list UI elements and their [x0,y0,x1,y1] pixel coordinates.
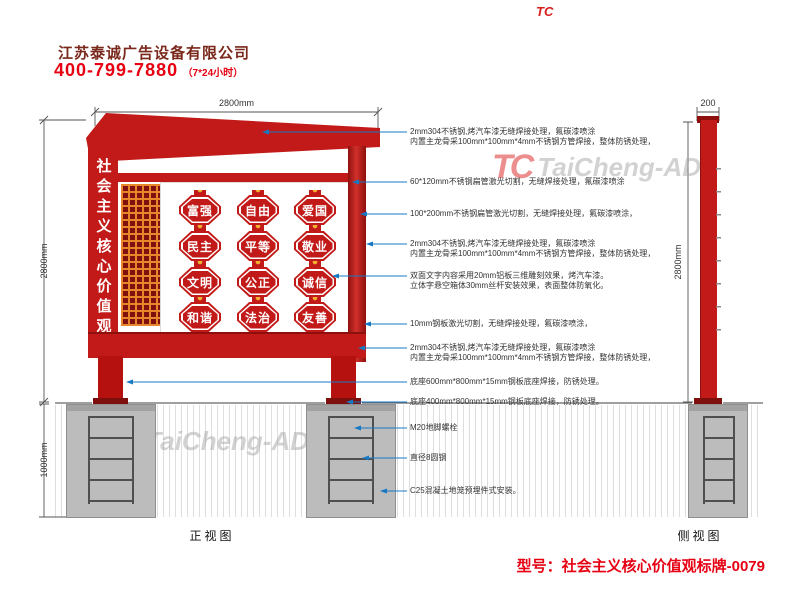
annotation: M20地脚螺栓 [410,423,672,433]
value-badge-label: 诚信 [301,275,328,290]
service-hours: （7*24小时） [182,68,244,79]
rebar-cage [88,416,134,504]
side-view-post [700,120,717,402]
annotation: 2mm304不锈钢,烤汽车漆无缝焊接处理，氟碳漆喷涂 内置主龙骨采100mm*1… [410,127,672,147]
value-badge-label: 文明 [186,275,213,290]
value-badge-label: 敬业 [301,239,328,254]
brand-name: TaiCheng-AD [537,152,702,182]
badge-column-strip [309,190,321,336]
phone-number: 400-799-7880 [54,60,179,80]
annotation-line: 2mm304不锈钢,烤汽车漆无缝焊接处理，氟碳漆喷涂 [410,343,596,352]
annotation-line: 100*200mm不锈钢扁管激光切割，无缝焊接处理，氟碳漆喷涂， [410,209,638,218]
side-post-bolts [716,168,721,352]
annotation: 2mm304不锈钢,烤汽车漆无缝焊接处理，氟碳漆喷涂 内置主龙骨采100mm*1… [410,239,672,259]
value-badge-label: 民主 [186,239,213,254]
annotation: 2mm304不锈钢,烤汽车漆无缝焊接处理，氟碳漆喷涂 内置主龙骨采100mm*1… [410,343,672,363]
value-badge: 民主 [179,231,221,261]
front-view-label: 正视图 [189,529,235,543]
annotation-line: 直径8圆钢 [410,453,447,462]
dim-side-width: 200 [700,98,716,108]
annotation-line: 2mm304不锈钢,烤汽车漆无缝焊接处理，氟碳漆喷涂 [410,239,596,248]
value-badge: 爱国 [294,195,336,225]
sign-roof [86,113,380,161]
annotation: 双面文字内容采用20mm铝板三维雕刻效果，烤汽车漆。 立体字悬空箱体30mm丝杆… [410,271,672,291]
value-badge: 诚信 [294,267,336,297]
foundation-cap [307,405,395,411]
annotation: 底座400mm*800mm*15mm钢板底座焊接，防锈处理。 [410,397,672,407]
sign-top-frame-bar [118,173,366,182]
annotation-line: 内置主龙骨采100mm*100mm*4mm不锈钢方管焊接，整体防锈处理， [410,137,656,146]
side-view-label: 侧视图 [677,529,723,543]
base-plate [694,398,722,404]
value-badge-label: 富强 [186,203,213,218]
company-name: 江苏泰诚广告设备有限公司 [58,45,251,62]
sign-right-post [348,146,366,362]
annotation-line: 双面文字内容采用20mm铝板三维雕刻效果，烤汽车漆。 [410,271,609,280]
dim-front-height: 2800mm [39,243,49,279]
annotation: 底座600mm*800mm*15mm钢板底座焊接，防锈处理。 [410,377,672,387]
value-badge: 自由 [237,195,279,225]
annotation-line: 内置主龙骨采100mm*100mm*4mm不锈钢方管焊接，整体防锈处理， [410,353,656,362]
badge-column-strip [252,190,264,336]
sign-vertical-title: 社会主义核心价值观 [94,158,112,338]
value-badge-label: 和谐 [186,310,213,325]
foundation-cap [689,405,747,411]
dim-front-width: 2800mm [218,98,254,108]
lattice-panel [121,184,163,326]
annotation: C25混凝土地笼预埋件式安装。 [410,486,672,496]
annotation-line: 立体字悬空箱体30mm丝杆安装效果，表面整体防氧化。 [410,281,609,290]
value-badge: 文明 [179,267,221,297]
value-badge-label: 法治 [244,310,271,325]
watermark: TC TaiCheng-AD [492,148,701,187]
annotation-line: 60*120mm不锈钢扁管激光切割，无缝焊接处理，氟碳漆喷涂 [410,177,625,186]
value-badge: 平等 [237,231,279,261]
value-badge: 公正 [237,267,279,297]
model-number: 型号：社会主义核心价值观标牌-0079 [516,558,765,575]
brand-name: TaiCheng-AD [145,426,310,456]
brand-mini-logo-icon: TC [536,4,554,19]
annotation-line: M20地脚螺栓 [410,423,458,432]
sign-bottom-bar [88,332,366,358]
value-badge: 法治 [237,302,279,332]
rebar-cage [328,416,374,504]
annotation-line: 底座400mm*800mm*15mm钢板底座焊接，防锈处理。 [410,397,604,406]
phone-row: 400-799-7880 （7*24小时） [54,60,243,81]
value-badge-label: 平等 [244,239,271,254]
sign-title-column: 社会主义核心价值观 [88,148,118,358]
value-badge: 富强 [179,195,221,225]
annotation-line: 2mm304不锈钢,烤汽车漆无缝焊接处理，氟碳漆喷涂 [410,127,596,136]
brand-logo-icon: TC [492,148,534,186]
base-plate [93,398,128,404]
annotation-line: 10mm钢板激光切割，无缝焊接处理，氟碳漆喷涂， [410,319,593,328]
sign-left-leg [98,356,123,400]
annotation-line: C25混凝土地笼预埋件式安装。 [410,486,521,495]
dim-side-height: 2800mm [673,244,683,280]
value-badge: 和谐 [179,302,221,332]
annotation: 60*120mm不锈钢扁管激光切割，无缝焊接处理，氟碳漆喷涂 [410,177,672,187]
value-badge-label: 爱国 [301,203,328,218]
annotation: 10mm钢板激光切割，无缝焊接处理，氟碳漆喷涂， [410,319,672,329]
rebar-cage [703,416,735,504]
foundation-cap [67,405,155,411]
value-badge-label: 自由 [244,203,271,218]
ground-hatch [55,405,763,517]
annotation: 100*200mm不锈钢扁管激光切割，无缝焊接处理，氟碳漆喷涂， [410,209,672,219]
annotation-line: 内置主龙骨采100mm*100mm*4mm不锈钢方管焊接，整体防锈处理， [410,249,656,258]
base-plate [326,398,361,404]
value-badge-label: 公正 [244,275,271,290]
value-badge-label: 友善 [301,310,328,325]
value-badge: 敬业 [294,231,336,261]
dim-foundation-depth: 1000mm [39,442,49,478]
badge-column-strip [194,190,206,336]
sign-right-leg [331,356,356,400]
value-badge: 友善 [294,302,336,332]
annotation-line: 底座600mm*800mm*15mm钢板底座焊接，防锈处理。 [410,377,604,386]
annotation: 直径8圆钢 [410,453,672,463]
